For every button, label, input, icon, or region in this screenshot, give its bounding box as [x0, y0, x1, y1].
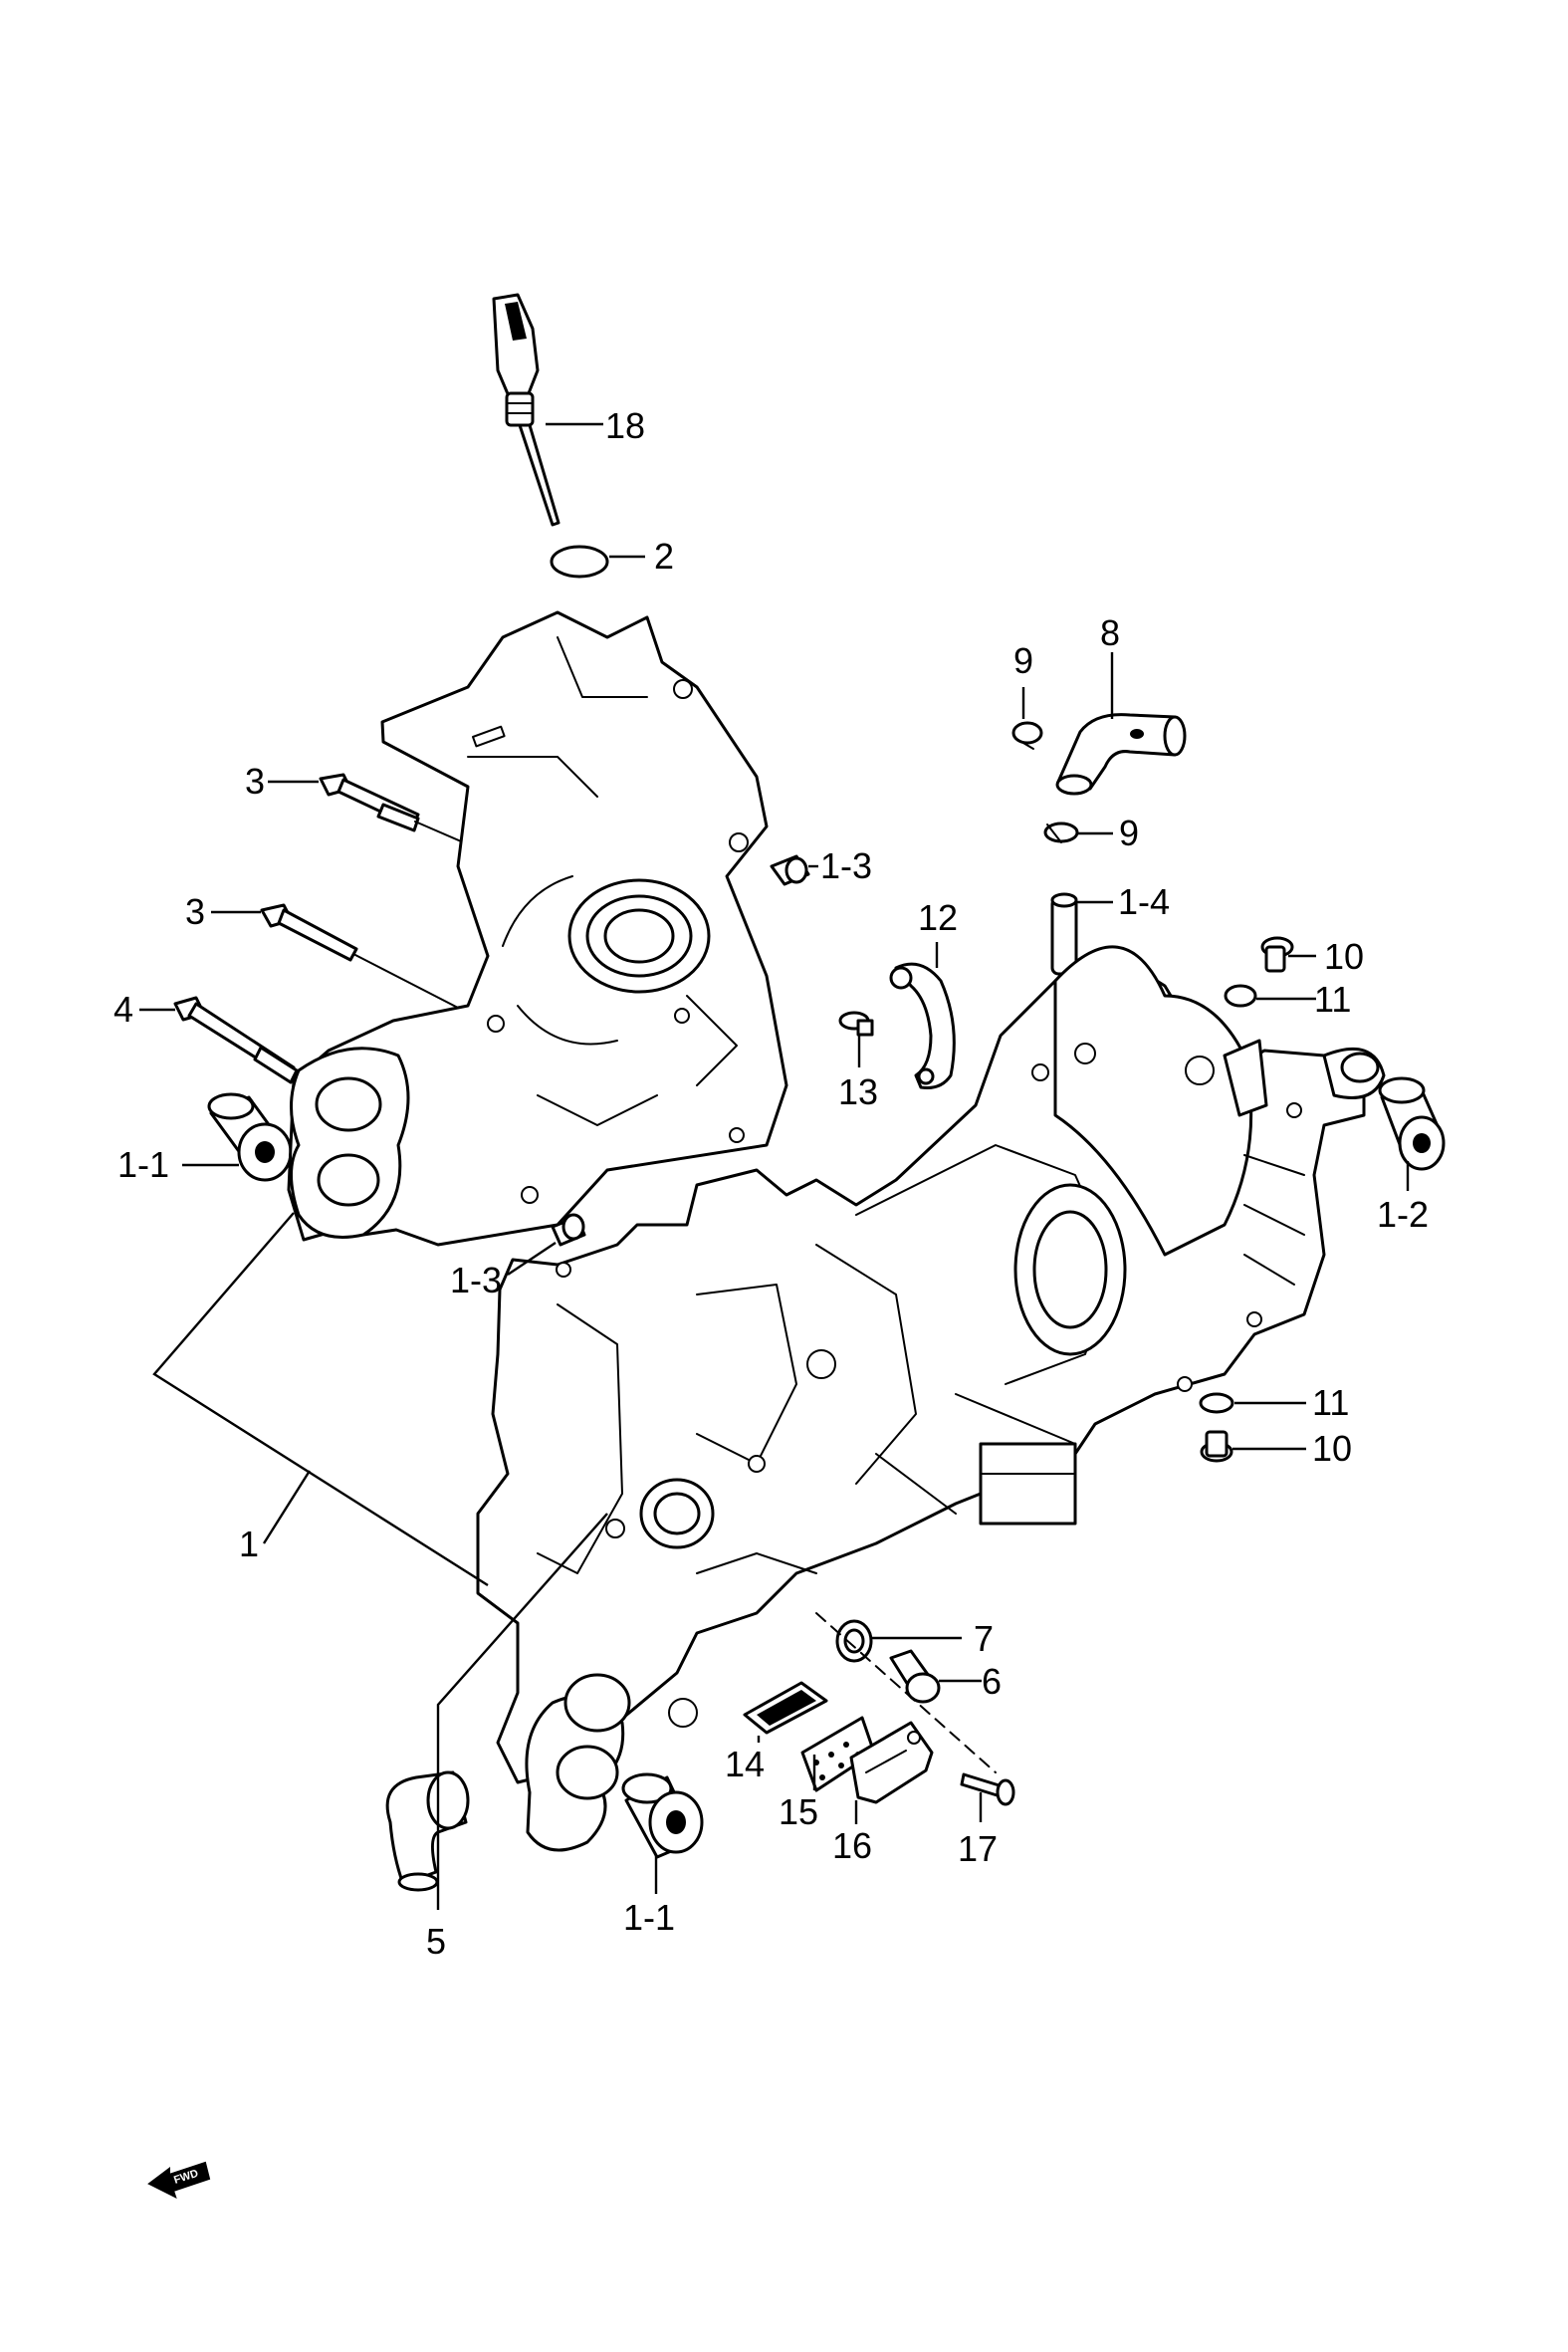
- long-bolt-part: [319, 773, 588, 897]
- callout-7: 7: [974, 1618, 994, 1659]
- callout-1-1: 1-1: [623, 1897, 675, 1938]
- dowel-part: [770, 854, 810, 886]
- callout-13: 13: [838, 1071, 878, 1112]
- callout-8: 8: [1100, 612, 1120, 653]
- callout-17: 17: [958, 1828, 998, 1869]
- bracket-part: [889, 962, 956, 1089]
- callout-10: 10: [1312, 1428, 1352, 1469]
- rubber-bushing-part: [207, 1092, 293, 1182]
- callout-labels: 18 2 9 8 9 3 1-3 1-4 12 10 11 3 4 13 1-1…: [113, 405, 1429, 1962]
- drain-bolt-part: [1260, 936, 1294, 973]
- rubber-bushing-part: [1378, 1076, 1446, 1171]
- callout-1-3: 1-3: [820, 845, 872, 886]
- bolt-part: [960, 1772, 1015, 1806]
- callout-11: 11: [1314, 979, 1351, 1020]
- hose-clip-part: [1043, 822, 1079, 843]
- callout-10: 10: [1324, 936, 1364, 977]
- elbow-part: [385, 1770, 470, 1892]
- cover-part: [849, 1721, 934, 1804]
- bolt-part: [173, 996, 299, 1084]
- callout-5: 5: [426, 1921, 446, 1962]
- o-ring-part: [550, 545, 609, 579]
- callout-1-4: 1-4: [1118, 881, 1170, 922]
- drain-plug-part: [889, 1649, 941, 1704]
- leader-lines: [139, 422, 1410, 1910]
- callout-3: 3: [245, 761, 265, 802]
- callout-6: 6: [982, 1661, 1002, 1702]
- callout-3: 3: [185, 891, 205, 932]
- callout-1-2: 1-2: [1377, 1194, 1429, 1235]
- callout-2: 2: [654, 536, 674, 577]
- callout-9: 9: [1119, 813, 1139, 853]
- callout-1-3: 1-3: [450, 1260, 502, 1300]
- right-crankcase-half: [476, 945, 1386, 1852]
- forward-arrow-icon: FWD: [147, 2161, 211, 2199]
- gasket-part: [743, 1681, 828, 1735]
- dowel-part: [551, 1213, 586, 1247]
- hose-clip-part: [1011, 721, 1043, 750]
- callout-16: 16: [832, 1825, 872, 1866]
- drain-bolt-part: [1200, 1430, 1233, 1463]
- washer-part: [1199, 1392, 1234, 1414]
- callout-12: 12: [918, 897, 958, 938]
- breather-hose-part: [1055, 713, 1187, 796]
- dipstick-part: [492, 293, 560, 527]
- callout-18: 18: [605, 405, 645, 446]
- callout-1: 1: [239, 1524, 259, 1564]
- o-ring-part: [843, 1628, 865, 1654]
- callout-9: 9: [1013, 640, 1033, 681]
- left-crankcase-half: [287, 610, 788, 1247]
- callout-1-1: 1-1: [117, 1144, 169, 1185]
- washer-part: [1224, 984, 1257, 1008]
- callout-15: 15: [779, 1791, 818, 1832]
- callout-14: 14: [725, 1744, 765, 1784]
- screw-part: [838, 1011, 874, 1037]
- rubber-bushing-part: [621, 1772, 704, 1859]
- callout-4: 4: [113, 989, 133, 1030]
- callout-11: 11: [1312, 1382, 1349, 1423]
